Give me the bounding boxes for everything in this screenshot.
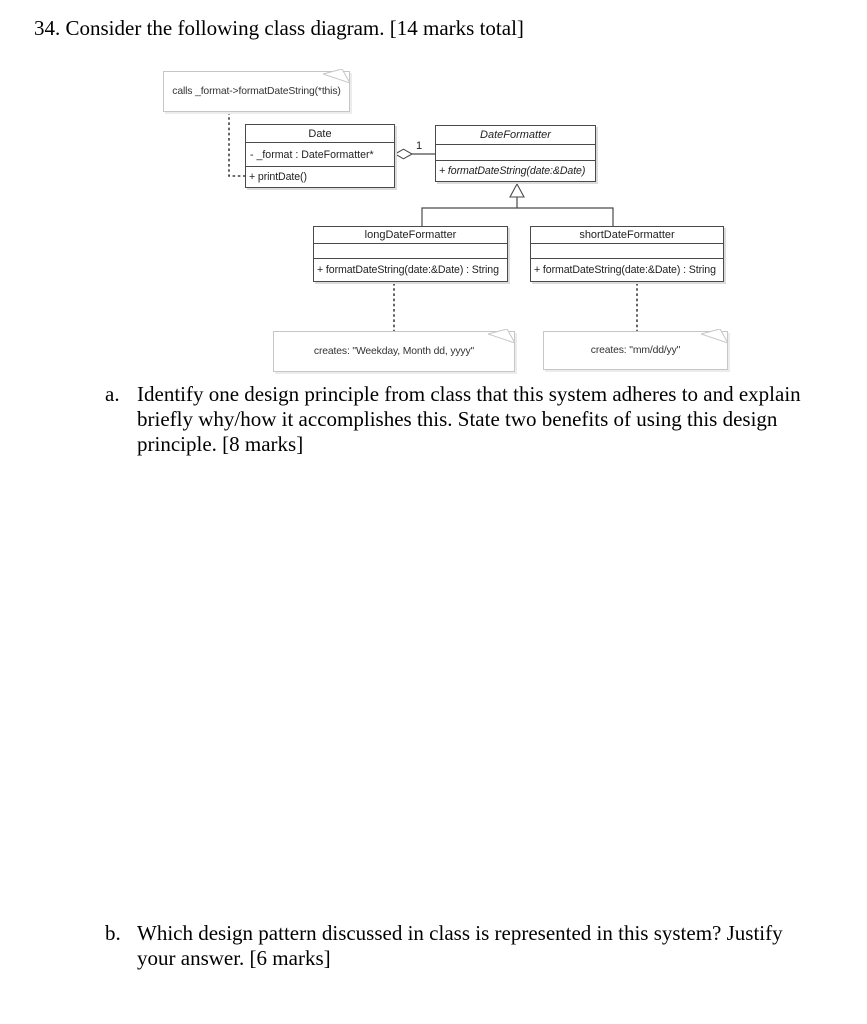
note-fold-icon bbox=[701, 329, 728, 344]
class-shortdateformatter: shortDateFormatter + formatDateString(da… bbox=[530, 226, 724, 282]
class-shortdateformatter-attribute bbox=[531, 244, 723, 259]
class-date-method: + printDate() bbox=[249, 171, 307, 183]
generalization-tree bbox=[421, 197, 518, 226]
class-date-attribute: - _format : DateFormatter* bbox=[246, 143, 394, 167]
call-note: calls _format->formatDateString(*this) bbox=[163, 69, 350, 112]
class-dateformatter-name: DateFormatter bbox=[436, 126, 595, 145]
call-note-text: calls _format->formatDateString(*this) bbox=[172, 86, 341, 97]
generalization-triangle-icon bbox=[509, 182, 525, 198]
aggregation-diamond-icon bbox=[393, 148, 414, 160]
long-format-note-text: creates: "Weekday, Month dd, yyyy" bbox=[313, 346, 475, 357]
multiplicity-label: 1 bbox=[416, 140, 423, 152]
class-dateformatter-method: + formatDateString(date:&Date) bbox=[439, 165, 586, 177]
note-fold-icon bbox=[323, 69, 350, 84]
question-b-label: b. bbox=[105, 921, 121, 945]
long-format-note: creates: "Weekday, Month dd, yyyy" bbox=[273, 329, 515, 372]
class-dateformatter: DateFormatter + formatDateString(date:&D… bbox=[435, 125, 596, 182]
page-title: 34. Consider the following class diagram… bbox=[34, 16, 524, 40]
note-anchor-connector bbox=[228, 112, 245, 177]
class-date-name: Date bbox=[246, 125, 394, 143]
class-longdateformatter-attribute bbox=[314, 244, 507, 259]
class-longdateformatter: longDateFormatter + formatDateString(dat… bbox=[313, 226, 508, 282]
note-fold-icon bbox=[488, 329, 515, 344]
class-shortdateformatter-method: + formatDateString(date:&Date) : String bbox=[534, 264, 716, 276]
class-longdateformatter-name: longDateFormatter bbox=[314, 227, 507, 244]
class-longdateformatter-method: + formatDateString(date:&Date) : String bbox=[317, 264, 499, 276]
question-b-text: Which design pattern discussed in class … bbox=[137, 921, 783, 970]
class-date: Date - _format : DateFormatter* + printD… bbox=[245, 124, 395, 188]
question-a-text: Identify one design principle from class… bbox=[137, 382, 801, 456]
class-shortdateformatter-name: shortDateFormatter bbox=[531, 227, 723, 244]
class-dateformatter-attribute bbox=[436, 145, 595, 161]
short-format-note: creates: "mm/dd/yy" bbox=[543, 329, 728, 370]
generalization-tree-right bbox=[517, 207, 614, 226]
short-format-note-text: creates: "mm/dd/yy" bbox=[590, 345, 681, 356]
question-a-label: a. bbox=[105, 382, 120, 406]
